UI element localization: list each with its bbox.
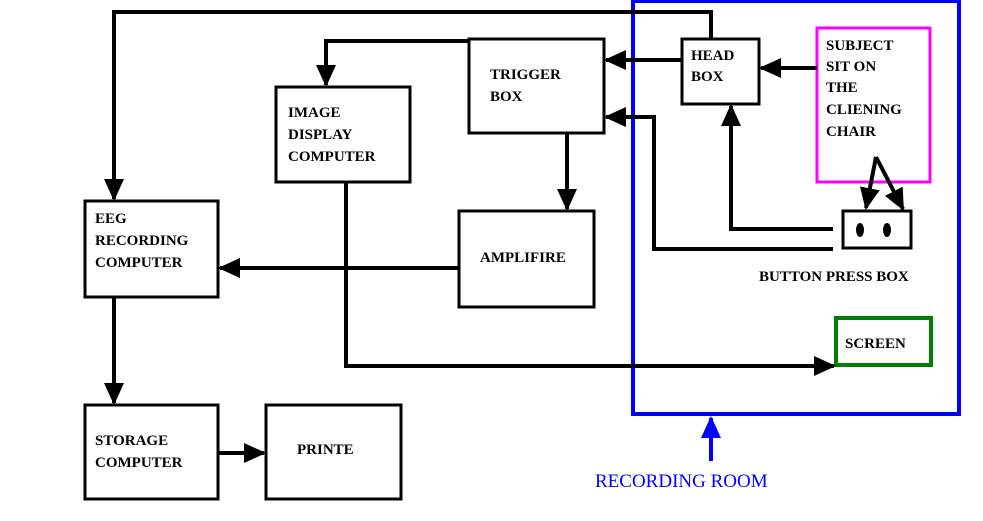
screen-box xyxy=(834,316,933,367)
printe-label: PRINTE xyxy=(297,442,354,458)
recording-room-label: RECORDING ROOM xyxy=(595,471,768,492)
head-box-label: HEAD BOX xyxy=(691,48,738,85)
button-right xyxy=(883,223,891,237)
arrow-headbox-to-eeg xyxy=(104,10,713,201)
button-press-box-label: BUTTON PRESS BOX xyxy=(759,269,909,285)
printe-box xyxy=(264,403,403,501)
button-left xyxy=(856,223,864,237)
subject-label: SUBJECT SIT ON THE CLIENING CHAIR xyxy=(826,38,906,140)
amplifire-label: AMPLIFIRE xyxy=(480,250,566,266)
arrow-button-to-headbox xyxy=(721,104,833,231)
trigger-box xyxy=(467,37,606,135)
storage-computer-label: STORAGE COMPUTER xyxy=(95,433,183,471)
image-display-computer-label: IMAGE DISPLAY COMPUTER xyxy=(288,105,376,165)
amplifire-box xyxy=(457,209,596,309)
arrow-image-display-to-screen xyxy=(344,182,836,376)
arrow-subject-to-button-right xyxy=(874,156,905,211)
subject-box xyxy=(815,26,932,184)
screen-label: SCREEN xyxy=(845,336,906,352)
storage-computer-box xyxy=(83,403,220,501)
arrow-trigger-to-image-display xyxy=(316,39,469,87)
arrow-button-to-trigger xyxy=(604,107,833,251)
arrow-subject-to-button-left xyxy=(860,156,880,210)
recording-room-boundary xyxy=(631,0,961,416)
eeg-recording-computer-box xyxy=(83,199,220,299)
trigger-box-label: TRIGGER BOX xyxy=(490,67,565,105)
image-display-computer-box xyxy=(274,85,412,184)
eeg-recording-computer-label: EEG RECORDING COMPUTER xyxy=(95,211,192,271)
button-press-box xyxy=(841,209,913,250)
